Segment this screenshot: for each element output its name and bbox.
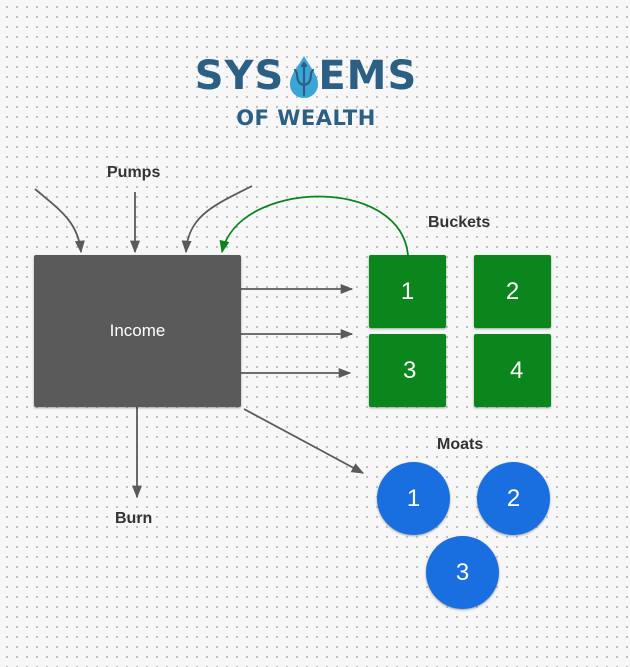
bucket-4[interactable]: 4 — [474, 334, 551, 407]
moat-1[interactable]: 1 — [377, 462, 450, 535]
bucket-label: 4 — [510, 356, 524, 384]
bucket-label: 2 — [505, 277, 520, 305]
logo-text-right: EMS — [318, 53, 418, 99]
systems-of-wealth-logo: SYS EMS OF WEALTH — [186, 52, 426, 134]
logo-subtitle: OF WEALTH — [236, 106, 376, 130]
pump-arrow-right — [181, 185, 253, 254]
bucket-3[interactable]: 3 — [369, 334, 446, 407]
logo-wordmark: SYS EMS — [186, 52, 426, 100]
moat-label: 1 — [406, 484, 421, 512]
pump-arrow-left — [34, 188, 85, 254]
bucket-2[interactable]: 2 — [474, 255, 551, 328]
bucket-1[interactable]: 1 — [369, 255, 446, 328]
moats-label: Moats — [437, 436, 484, 453]
bucket-label: 1 — [400, 277, 415, 305]
moat-label: 2 — [506, 484, 521, 512]
water-drop-trident-icon — [290, 56, 318, 98]
bucket-label: 3 — [403, 356, 417, 384]
pumps-label: Pumps — [107, 164, 161, 181]
income-node[interactable]: Income — [34, 255, 241, 407]
moat-3[interactable]: 3 — [426, 536, 499, 609]
income-label: Income — [109, 321, 166, 340]
income-to-moats-arrow — [243, 408, 365, 474]
buckets-label: Buckets — [428, 214, 491, 231]
logo-text-left: SYS — [194, 53, 285, 99]
moat-label: 3 — [455, 558, 470, 586]
feedback-arrow — [219, 195, 409, 256]
burn-label: Burn — [115, 510, 153, 527]
moat-2[interactable]: 2 — [477, 462, 550, 535]
